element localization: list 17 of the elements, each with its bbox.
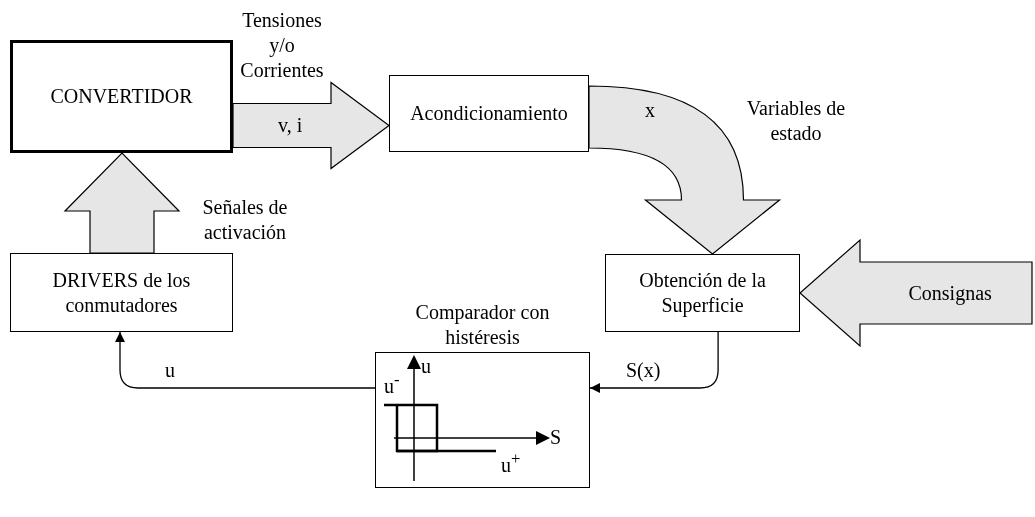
block-title: DRIVERS de los conmutadores [51,267,192,318]
arrow [589,331,719,393]
block-title: Obtención de la Superficie [638,268,767,318]
level-label: u$^{+}$ [501,448,521,478]
signal-note: Señales de activación [201,195,289,245]
level-label: u$^{-}$ [384,369,400,399]
edge-label: S(x) [624,359,663,381]
axis-label: u [421,353,431,379]
block-title: Acondicionamiento [410,101,568,126]
block-arrow [63,152,181,254]
block-arrow [588,85,781,255]
block-arrow [232,81,390,170]
arrow [115,331,376,389]
signal-note: Tensiones y/o Corrientes [239,7,325,83]
axis-label: S [550,424,562,450]
block-title: CONVERTIDOR [50,84,193,109]
signal-note: Variables de estado [745,96,847,146]
